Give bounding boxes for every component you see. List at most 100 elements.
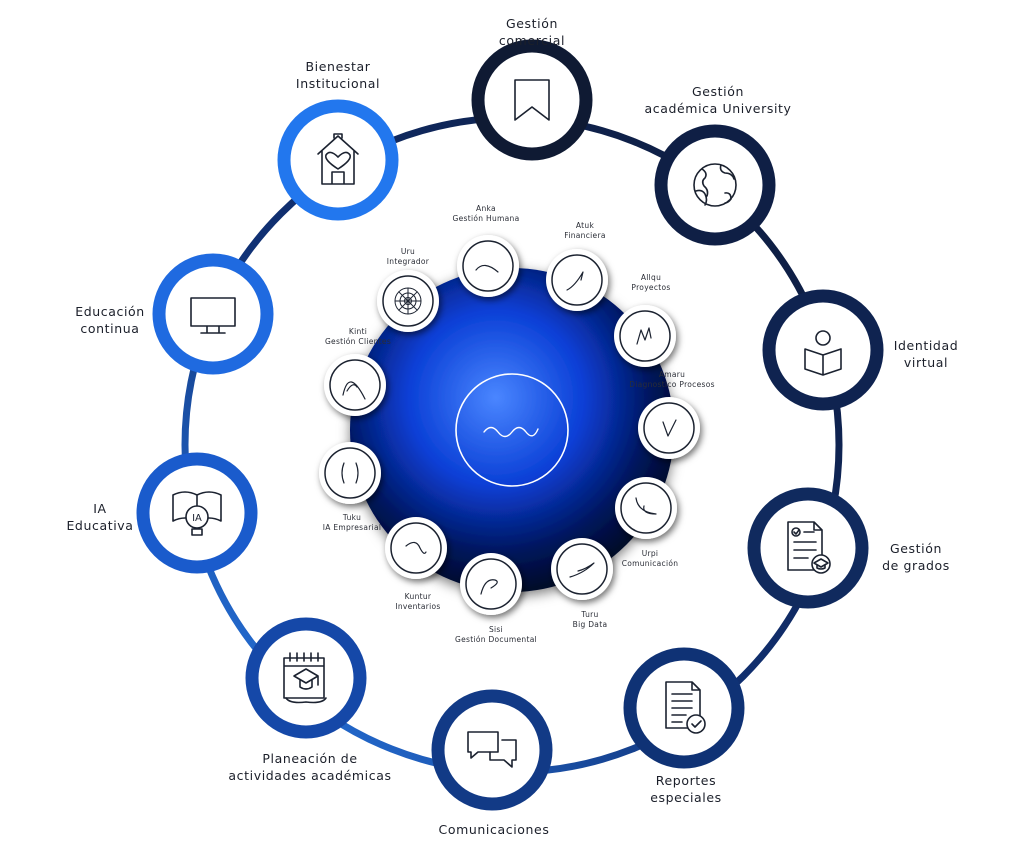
outer-node-gestion-grados[interactable] bbox=[747, 487, 869, 609]
outer-label-ia-educativa: IA Educativa bbox=[66, 500, 133, 534]
kinti-glyph-icon bbox=[342, 381, 366, 400]
outer-label-line: Educación bbox=[75, 304, 145, 319]
anka-glyph-icon bbox=[475, 264, 499, 273]
inner-label-line: Gestión Clientes bbox=[324, 337, 392, 346]
outer-label-line: Gestión bbox=[889, 541, 943, 556]
outer-label-line: Bienestar bbox=[305, 59, 371, 74]
ai-book-icon: IA bbox=[172, 491, 222, 536]
inner-node-turu[interactable] bbox=[551, 538, 613, 600]
inner-label-line: Urpi bbox=[641, 549, 659, 558]
outer-label-line: actividades académicas bbox=[228, 768, 392, 783]
inner-label-line: Tuku bbox=[342, 513, 362, 522]
sisi-glyph-icon bbox=[480, 579, 498, 595]
inner-label-line: Sisi bbox=[488, 625, 504, 634]
kuntur-glyph-icon bbox=[405, 541, 427, 554]
svg-text:IA: IA bbox=[192, 513, 202, 524]
inner-label-line: Kinti bbox=[348, 327, 368, 336]
inner-label-line: Uru bbox=[400, 247, 416, 256]
chat-bubbles-icon bbox=[467, 731, 517, 768]
outer-label-gestion-academica: Gestión académica University bbox=[644, 83, 791, 117]
outer-node-gestion-comercial[interactable] bbox=[471, 39, 593, 161]
reader-icon bbox=[804, 330, 842, 376]
wave-logo-icon bbox=[455, 373, 569, 487]
outer-label-line: IA bbox=[93, 501, 107, 516]
outer-node-reportes-especiales[interactable] bbox=[623, 647, 745, 769]
inner-node-allqu[interactable] bbox=[614, 305, 676, 367]
inner-label-line: Comunicación bbox=[621, 559, 679, 568]
outer-node-planeacion[interactable] bbox=[245, 617, 367, 739]
inner-node-tuku[interactable] bbox=[319, 442, 381, 504]
outer-label-line: Gestión bbox=[691, 84, 745, 99]
outer-node-comunicaciones[interactable] bbox=[431, 689, 553, 811]
monitor-icon bbox=[190, 297, 236, 334]
inner-label-line: Amaru bbox=[658, 370, 686, 379]
outer-label-line: académica University bbox=[644, 101, 792, 116]
outer-label-gestion-grados: Gestión de grados bbox=[882, 540, 950, 574]
outer-label-line: especiales bbox=[650, 790, 722, 805]
outer-node-identidad-virtual[interactable] bbox=[762, 289, 884, 411]
web-icon bbox=[394, 287, 422, 315]
outer-node-educacion-continua[interactable] bbox=[152, 253, 274, 375]
outer-label-line: Institucional bbox=[295, 76, 381, 91]
allqu-glyph-icon bbox=[636, 327, 652, 345]
urpi-glyph-icon bbox=[635, 497, 657, 515]
report-check-icon bbox=[665, 681, 706, 734]
inner-label-line: Proyectos bbox=[631, 283, 671, 292]
outer-label-planeacion: Planeación de actividades académicas bbox=[228, 750, 391, 784]
inner-node-amaru[interactable] bbox=[638, 397, 700, 459]
inner-label-line: Gestión Documental bbox=[454, 635, 538, 644]
graduation-document-icon bbox=[787, 521, 831, 574]
inner-node-uru[interactable] bbox=[377, 270, 439, 332]
heart-house-icon bbox=[317, 133, 359, 185]
outer-label-line: continua bbox=[80, 321, 140, 336]
outer-label-reportes-especiales: Reportes especiales bbox=[650, 772, 722, 806]
inner-label-line: Atuk bbox=[575, 221, 595, 230]
tuku-glyph-icon bbox=[341, 462, 359, 484]
inner-label-line: Diagnostico Procesos bbox=[629, 380, 715, 389]
outer-node-bienestar[interactable] bbox=[277, 99, 399, 221]
atuk-glyph-icon bbox=[566, 271, 584, 291]
inner-node-urpi[interactable] bbox=[615, 477, 677, 539]
inner-label-line: Inventarios bbox=[395, 602, 441, 611]
inner-label-line: Financiera bbox=[564, 231, 606, 240]
inner-node-anka[interactable] bbox=[457, 235, 519, 297]
outer-label-line: virtual bbox=[903, 355, 949, 370]
outer-label-identidad-virtual: Identidad virtual bbox=[894, 337, 959, 371]
inner-label-line: Anka bbox=[476, 204, 496, 213]
outer-node-gestion-academica[interactable] bbox=[654, 124, 776, 246]
outer-label-line: Planeación de bbox=[262, 751, 358, 766]
outer-label-line: Comunicaciones bbox=[438, 822, 550, 837]
inner-node-kinti[interactable] bbox=[324, 354, 386, 416]
inner-label-line: Big Data bbox=[572, 620, 608, 629]
inner-label-line: IA Empresarial bbox=[322, 523, 382, 532]
bookmark-icon bbox=[514, 79, 550, 121]
globe-icon bbox=[693, 163, 737, 207]
inner-node-atuk[interactable] bbox=[546, 249, 608, 311]
outer-label-line: Educativa bbox=[66, 518, 134, 533]
outer-label-line: Identidad bbox=[893, 338, 959, 353]
inner-label-line: Turu bbox=[581, 610, 599, 619]
outer-node-ia-educativa[interactable]: IA bbox=[136, 452, 258, 574]
outer-label-line: Reportes bbox=[655, 773, 717, 788]
inner-label-line: Allqu bbox=[640, 273, 662, 282]
turu-glyph-icon bbox=[569, 562, 595, 578]
inner-label-line: Kuntur bbox=[404, 592, 432, 601]
inner-node-kuntur[interactable] bbox=[385, 517, 447, 579]
outer-label-line: de grados bbox=[882, 558, 950, 573]
inner-node-sisi[interactable] bbox=[460, 553, 522, 615]
amaru-glyph-icon bbox=[662, 419, 677, 437]
outer-label-line: Gestión bbox=[505, 16, 559, 31]
